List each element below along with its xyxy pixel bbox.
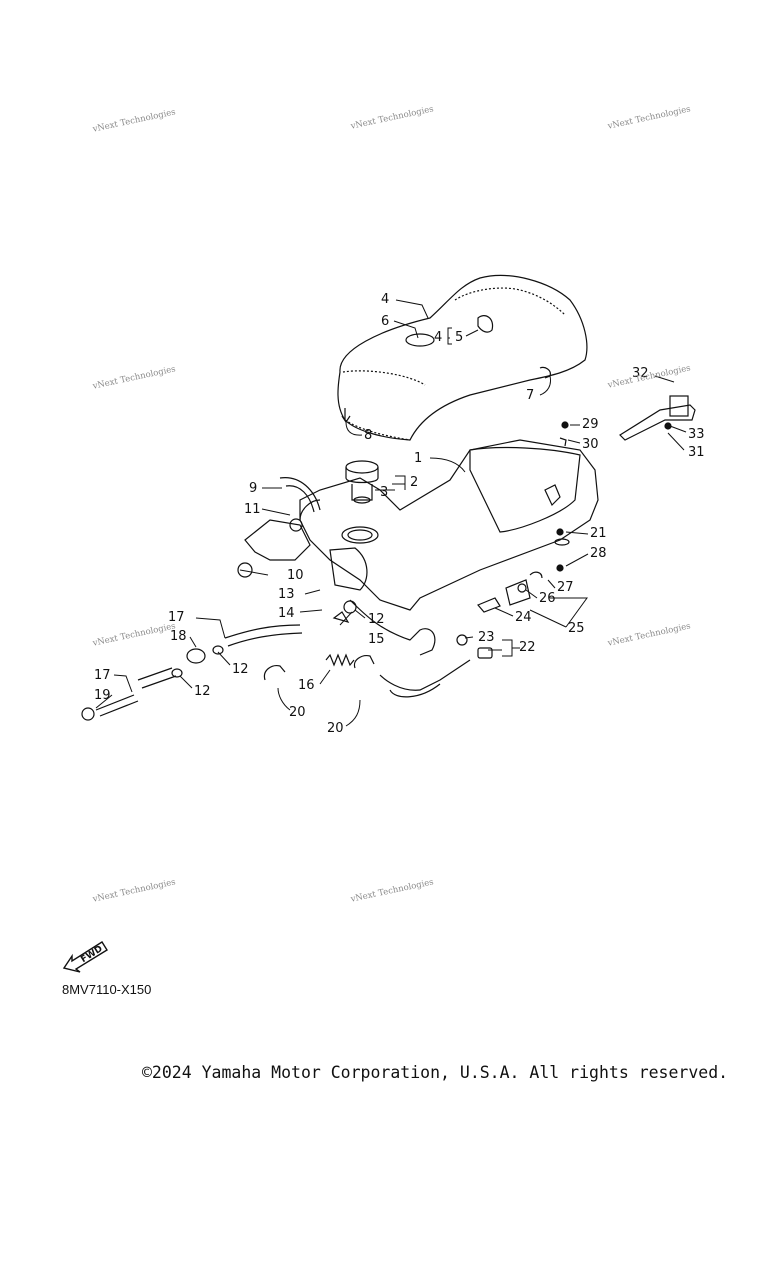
fwd-label: FWD	[79, 944, 104, 965]
breather-hose	[279, 477, 321, 513]
callout-19: 19	[94, 688, 111, 703]
callout-12c: 12	[194, 684, 211, 699]
callout-4b: 4	[434, 330, 443, 345]
callout-18: 18	[170, 629, 187, 644]
fwd-arrow-icon: FWD	[62, 941, 108, 973]
callout-15: 15	[368, 632, 385, 647]
callout-10: 10	[287, 568, 304, 583]
callout-20a: 20	[289, 705, 306, 720]
callout-6: 6	[381, 314, 390, 329]
callout-32: 32	[632, 366, 649, 381]
callout-4: 4	[381, 292, 390, 307]
spring	[325, 653, 355, 667]
callout-30: 30	[582, 437, 599, 452]
callout-22: 22	[519, 640, 536, 655]
grommet	[289, 518, 303, 532]
callout-2: 2	[410, 475, 419, 490]
filler-cap	[345, 460, 379, 504]
callout-20b: 20	[327, 721, 344, 736]
leader-lines	[95, 299, 687, 727]
clip	[263, 665, 286, 681]
seat	[337, 274, 588, 441]
callout-24: 24	[515, 610, 532, 625]
diagram-code: 8MV7110-X150	[62, 982, 152, 997]
fuel-tank	[244, 439, 599, 656]
callout-27: 27	[557, 580, 574, 595]
callout-7: 7	[526, 388, 535, 403]
callout-31: 31	[688, 445, 705, 460]
callout-5: 5	[455, 330, 464, 345]
callout-8: 8	[364, 428, 373, 443]
callout-3: 3	[380, 485, 389, 500]
callout-11: 11	[244, 502, 261, 517]
callout-14: 14	[278, 606, 295, 621]
sensor-bracket	[477, 571, 543, 613]
part-10-disc	[237, 562, 253, 578]
callout-13: 13	[278, 587, 295, 602]
cable-assembly	[379, 634, 493, 698]
callout-16: 16	[298, 678, 315, 693]
callout-9: 9	[249, 481, 258, 496]
callout-23: 23	[478, 630, 495, 645]
callout-12b: 12	[232, 662, 249, 677]
callout-17b: 17	[94, 668, 111, 683]
callout-33: 33	[688, 427, 705, 442]
callout-21: 21	[590, 526, 607, 541]
callout-29: 29	[582, 417, 599, 432]
callout-12a: 12	[368, 612, 385, 627]
clip	[353, 655, 375, 669]
fuel-hose	[81, 600, 357, 721]
sensor-assembly	[554, 395, 696, 572]
callout-26: 26	[539, 591, 556, 606]
copyright-notice: ©2024 Yamaha Motor Corporation, U.S.A. A…	[142, 1063, 729, 1082]
callout-25: 25	[568, 621, 585, 636]
callout-28: 28	[590, 546, 607, 561]
callout-1: 1	[414, 451, 423, 466]
callout-17a: 17	[168, 610, 185, 625]
